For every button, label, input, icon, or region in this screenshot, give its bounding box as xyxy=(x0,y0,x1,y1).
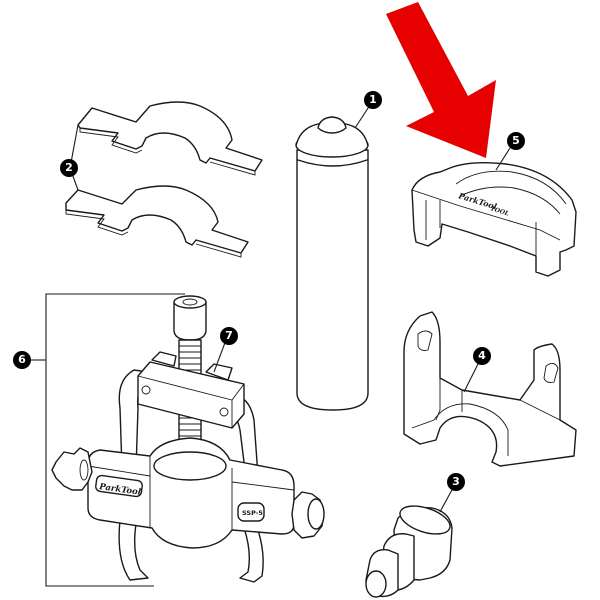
callout-5: 5 xyxy=(507,132,525,150)
tool-code-plate xyxy=(237,502,265,522)
callout-2: 2 xyxy=(60,159,78,177)
part-4-support-bracket xyxy=(403,311,577,467)
callout-3: 3 xyxy=(447,473,465,491)
part-5-c-cup: ParkTool TOOL xyxy=(411,147,577,277)
callout-1: 1 xyxy=(364,91,382,109)
brand-plate xyxy=(95,474,143,498)
part-1-cylinder-pin xyxy=(295,101,373,411)
callout-4: 4 xyxy=(473,347,491,365)
callout-7: 7 xyxy=(220,327,238,345)
red-arrow-icon xyxy=(386,2,496,158)
part-6-puller-assembly: ParkTool SSP-5 xyxy=(30,293,325,587)
part-7-crossbar-yoke xyxy=(137,339,245,429)
part-3-bushing xyxy=(365,485,455,598)
tool-code-label: SSP-5 xyxy=(242,509,263,517)
part-2-shim-plates xyxy=(65,101,263,258)
callout-6: 6 xyxy=(13,351,31,369)
